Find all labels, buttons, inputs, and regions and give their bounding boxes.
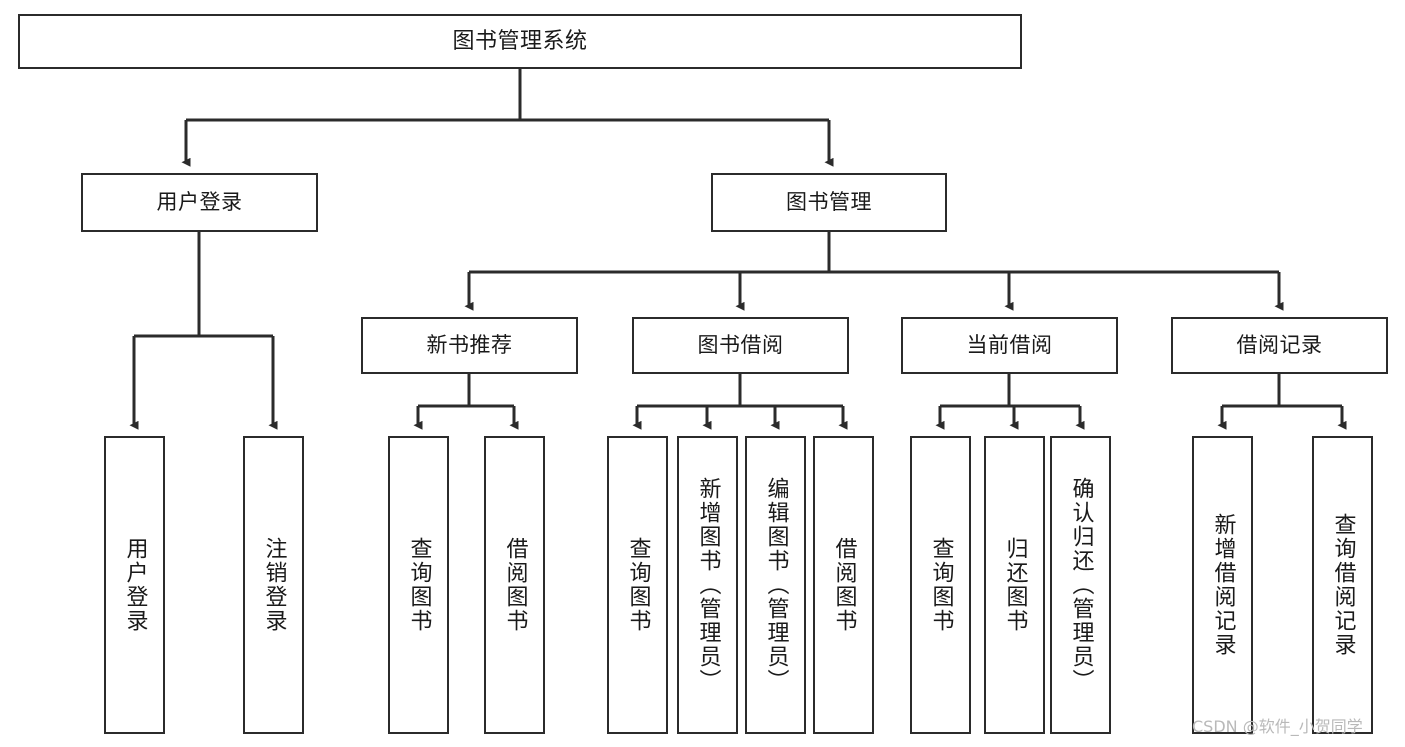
node-leaf-query-books-borrow[interactable]: 查询图书 <box>607 436 668 734</box>
node-label: 借阅图书 <box>502 537 528 633</box>
node-label: 图书管理系统 <box>452 28 588 54</box>
node-current-borrow[interactable]: 当前借阅 <box>901 317 1118 374</box>
node-label: 查询借阅记录 <box>1330 513 1356 657</box>
node-new-book-recommend[interactable]: 新书推荐 <box>361 317 578 374</box>
node-leaf-query-books-rec[interactable]: 查询图书 <box>388 436 449 734</box>
node-user-login[interactable]: 用户登录 <box>81 173 318 232</box>
node-leaf-user-logout[interactable]: 注销登录 <box>243 436 304 734</box>
node-leaf-query-books-current[interactable]: 查询图书 <box>910 436 971 734</box>
node-borrow-records[interactable]: 借阅记录 <box>1171 317 1388 374</box>
node-leaf-query-borrow-record[interactable]: 查询借阅记录 <box>1312 436 1373 734</box>
node-leaf-add-book-admin[interactable]: 新增图书（管理员） <box>677 436 738 734</box>
node-label: 图书管理 <box>786 190 872 215</box>
node-label: 图书借阅 <box>697 333 784 358</box>
node-label: 新增图书（管理员） <box>695 477 721 693</box>
node-label: 用户登录 <box>156 190 243 215</box>
node-label: 编辑图书（管理员） <box>763 477 789 693</box>
node-leaf-borrow-book[interactable]: 借阅图书 <box>813 436 874 734</box>
node-book-management[interactable]: 图书管理 <box>711 173 947 232</box>
node-label: 用户登录 <box>122 537 148 633</box>
node-leaf-edit-book-admin[interactable]: 编辑图书（管理员） <box>745 436 806 734</box>
node-leaf-add-borrow-record[interactable]: 新增借阅记录 <box>1192 436 1253 734</box>
node-label: 借阅图书 <box>831 537 857 633</box>
node-label: 查询图书 <box>406 537 432 633</box>
node-label: 当前借阅 <box>966 333 1053 358</box>
node-book-borrow[interactable]: 图书借阅 <box>632 317 849 374</box>
node-label: 注销登录 <box>261 537 287 633</box>
node-root[interactable]: 图书管理系统 <box>18 14 1022 69</box>
node-label: 确认归还（管理员） <box>1068 477 1094 693</box>
node-label: 借阅记录 <box>1236 333 1323 358</box>
node-leaf-return-book[interactable]: 归还图书 <box>984 436 1045 734</box>
node-label: 新书推荐 <box>426 333 513 358</box>
node-label: 查询图书 <box>928 537 954 633</box>
node-label: 查询图书 <box>625 537 651 633</box>
node-leaf-borrow-books-rec[interactable]: 借阅图书 <box>484 436 545 734</box>
node-label: 新增借阅记录 <box>1210 513 1236 657</box>
node-label: 归还图书 <box>1002 537 1028 633</box>
node-leaf-confirm-return-admin[interactable]: 确认归还（管理员） <box>1050 436 1111 734</box>
watermark-text: CSDN @软件_小贺同学 <box>1192 717 1363 736</box>
node-leaf-user-login[interactable]: 用户登录 <box>104 436 165 734</box>
